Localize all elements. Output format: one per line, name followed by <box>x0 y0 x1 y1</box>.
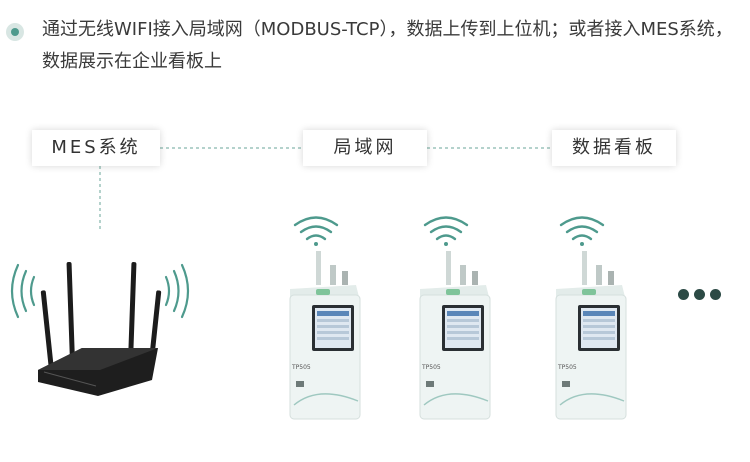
dashboard-label: 数据看板 <box>552 130 676 166</box>
router-wifi-right-icon <box>164 263 190 319</box>
ellipsis-dot <box>710 289 721 300</box>
ellipsis-dot <box>678 289 689 300</box>
ellipsis-dot <box>694 289 705 300</box>
router-wifi-left-icon <box>10 263 36 319</box>
mes-system-label: MES系统 <box>32 130 160 166</box>
bullet-icon <box>6 23 24 41</box>
device-model-label: TP505 <box>291 364 311 371</box>
device-model-label: TP505 <box>557 364 577 371</box>
device-1: TP505 <box>289 216 361 420</box>
more-devices-ellipsis <box>678 285 726 304</box>
device-wifi-icon <box>293 216 339 246</box>
lan-label: 局域网 <box>303 130 427 166</box>
device-wifi-icon <box>559 216 605 246</box>
intro-text: 通过无线WIFI接入局域网（MODBUS-TCP），数据上传到上位机；或者接入M… <box>42 19 733 72</box>
device-3: TP505 <box>555 216 627 420</box>
device-model-label: TP505 <box>421 364 441 371</box>
device-wifi-icon <box>423 216 469 246</box>
device-2: TP505 <box>419 216 491 420</box>
